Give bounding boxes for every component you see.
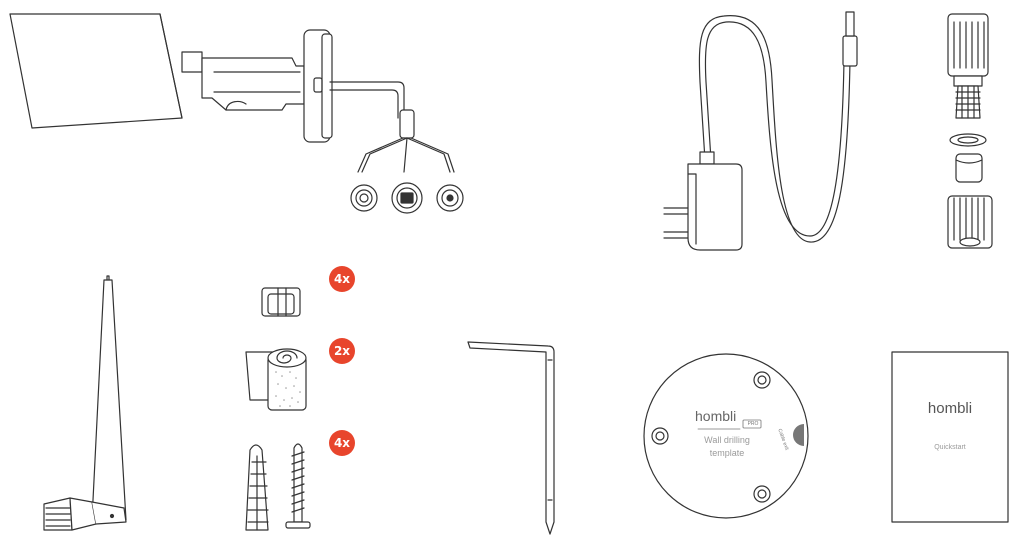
template-brand: hombli bbox=[695, 408, 736, 424]
template-pro-badge: PRO bbox=[744, 420, 762, 428]
waterproof-connector-icon bbox=[948, 14, 992, 248]
wall-anchor-icon bbox=[246, 445, 268, 530]
tape-quantity-badge: 2x bbox=[329, 338, 355, 364]
quickstart-brand: hombli bbox=[892, 400, 1008, 417]
cable-clip-icon bbox=[262, 288, 300, 316]
power-adapter-icon bbox=[664, 12, 857, 250]
clip-quantity-badge: 4x bbox=[329, 266, 355, 292]
anchor-quantity-badge: 4x bbox=[329, 430, 355, 456]
tape-roll-icon bbox=[246, 349, 306, 410]
template-line1: Wall drilling bbox=[680, 435, 774, 445]
quickstart-title: Quickstart bbox=[892, 444, 1008, 451]
antenna-icon bbox=[44, 276, 126, 530]
allen-key-icon bbox=[468, 342, 554, 534]
template-line2: template bbox=[680, 448, 774, 458]
screw-icon bbox=[286, 444, 310, 528]
quickstart-booklet-icon bbox=[892, 352, 1008, 522]
camera-icon bbox=[10, 14, 463, 213]
